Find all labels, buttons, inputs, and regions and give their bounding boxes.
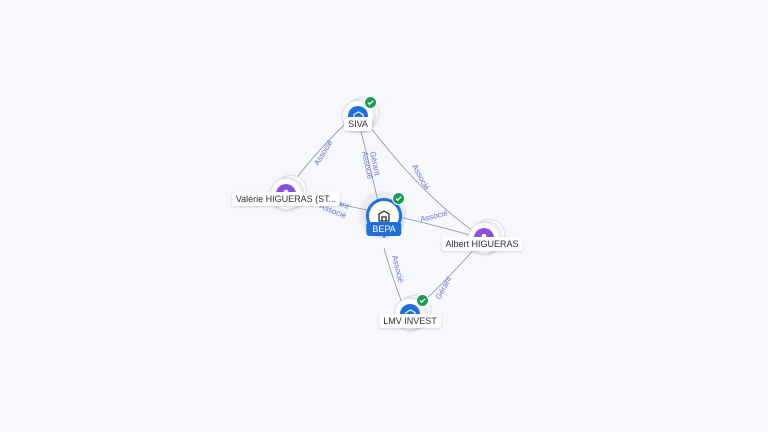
edge-label-valerie-siva: Associé bbox=[312, 138, 335, 167]
edge-label-bepa-lmv: Associé bbox=[390, 254, 406, 284]
edge-label-albert-siva: Associé bbox=[410, 163, 431, 192]
node-label-albert: Albert HIGUERAS bbox=[441, 237, 523, 251]
edge-label-albert-bepa: Associé bbox=[419, 208, 449, 224]
node-lmv-invest[interactable]: LMV INVEST bbox=[379, 294, 441, 330]
edge-albert-siva bbox=[361, 115, 481, 237]
node-bepa[interactable]: BEPA bbox=[359, 191, 407, 239]
verified-check-icon bbox=[416, 294, 429, 307]
node-label-lmv-invest: LMV INVEST bbox=[379, 314, 441, 328]
node-valerie[interactable]: Valérie HIGUERAS (ST... bbox=[231, 175, 341, 210]
node-label-valerie: Valérie HIGUERAS (ST... bbox=[231, 192, 341, 206]
node-albert[interactable]: Albert HIGUERAS bbox=[441, 219, 523, 254]
node-label-siva: SIVA bbox=[344, 117, 372, 131]
verified-check-icon bbox=[392, 192, 405, 205]
node-label-bepa: BEPA bbox=[366, 222, 402, 236]
node-siva[interactable]: SIVA bbox=[342, 96, 379, 132]
edge-label-albert-lmv: Gérant bbox=[434, 274, 454, 301]
verified-check-icon bbox=[364, 96, 377, 109]
